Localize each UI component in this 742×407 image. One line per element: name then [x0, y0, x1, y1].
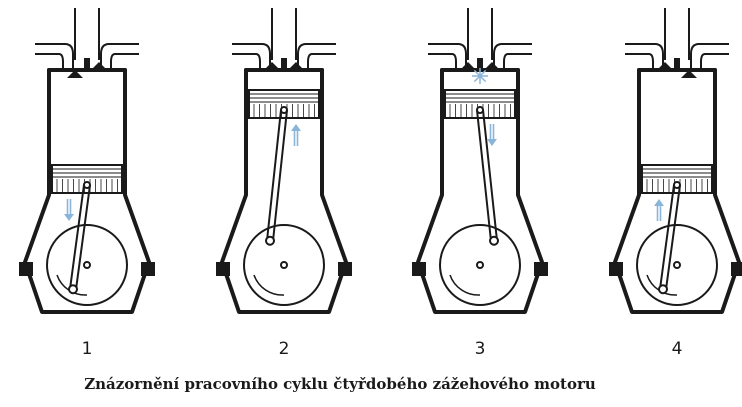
- mount-foot-right: [534, 262, 548, 276]
- connecting-rod: [266, 109, 288, 242]
- spark-plug: [84, 58, 90, 70]
- mount-foot-right: [338, 262, 352, 276]
- crank-center: [673, 261, 681, 269]
- intake-valve: [264, 62, 280, 70]
- exhaust-valve: [484, 62, 500, 70]
- mount-foot-left: [609, 262, 623, 276]
- mount-foot-left: [216, 262, 230, 276]
- crank-center: [83, 261, 91, 269]
- stage-label-3: 3: [475, 339, 486, 359]
- crank-center: [280, 261, 288, 269]
- intake-port: [232, 43, 271, 70]
- diagram-caption: Znázornění pracovního cyklu čtyřdobého z…: [84, 375, 596, 393]
- piston-motion-arrow: [654, 199, 664, 221]
- spark-burst: [472, 68, 488, 84]
- crank-center: [476, 261, 484, 269]
- piston-motion-arrow: [487, 124, 497, 146]
- exhaust-valve: [288, 62, 304, 70]
- crank-wheel: [636, 224, 718, 306]
- cylinder-wall: [416, 68, 544, 314]
- piston: [51, 164, 123, 194]
- crank-wheel: [243, 224, 325, 306]
- engine-stage-3: [412, 8, 548, 314]
- engine-stage-2: [216, 8, 352, 314]
- mount-foot-right: [731, 262, 742, 276]
- cylinder-wall: [23, 68, 151, 314]
- mount-foot-right: [141, 262, 155, 276]
- spark-plug: [674, 58, 680, 70]
- stage-label-4: 4: [672, 339, 683, 359]
- connecting-rod: [476, 109, 498, 242]
- rotation-arc: [449, 274, 481, 296]
- stage-label-2: 2: [279, 339, 290, 359]
- exhaust-valve: [681, 70, 697, 78]
- connecting-rod: [659, 184, 681, 290]
- engine-stage-4: [609, 8, 742, 314]
- intake-port: [625, 43, 664, 70]
- exhaust-port: [100, 43, 139, 70]
- stage-label-1: 1: [82, 339, 93, 359]
- intake-valve: [657, 62, 673, 70]
- mount-foot-left: [412, 262, 426, 276]
- piston: [248, 89, 320, 119]
- crank-wheel: [439, 224, 521, 306]
- exhaust-port: [493, 43, 532, 70]
- exhaust-port: [690, 43, 729, 70]
- engine-stage-1: [19, 8, 155, 314]
- intake-port: [35, 43, 74, 70]
- engine-stages: [19, 8, 742, 314]
- stage-labels: 1 2 3 4: [82, 339, 683, 359]
- piston-motion-arrow: [64, 199, 74, 221]
- rotation-arc: [253, 274, 285, 296]
- crank-pin: [658, 284, 668, 295]
- mount-foot-left: [19, 262, 33, 276]
- piston: [641, 164, 713, 194]
- spark-plug: [477, 58, 483, 70]
- cylinder-wall: [613, 68, 741, 314]
- piston-motion-arrow: [291, 124, 301, 146]
- crank-pin: [489, 235, 499, 246]
- crank-pin: [68, 284, 78, 295]
- intake-valve: [67, 70, 83, 78]
- connecting-rod: [69, 184, 91, 290]
- spark-plug: [281, 58, 287, 70]
- piston: [444, 89, 516, 119]
- intake-port: [428, 43, 467, 70]
- crank-wheel: [46, 224, 128, 306]
- exhaust-valve: [91, 62, 107, 70]
- intake-valve: [460, 62, 476, 70]
- exhaust-port: [297, 43, 336, 70]
- cylinder-wall: [220, 68, 348, 314]
- crank-pin: [265, 235, 275, 246]
